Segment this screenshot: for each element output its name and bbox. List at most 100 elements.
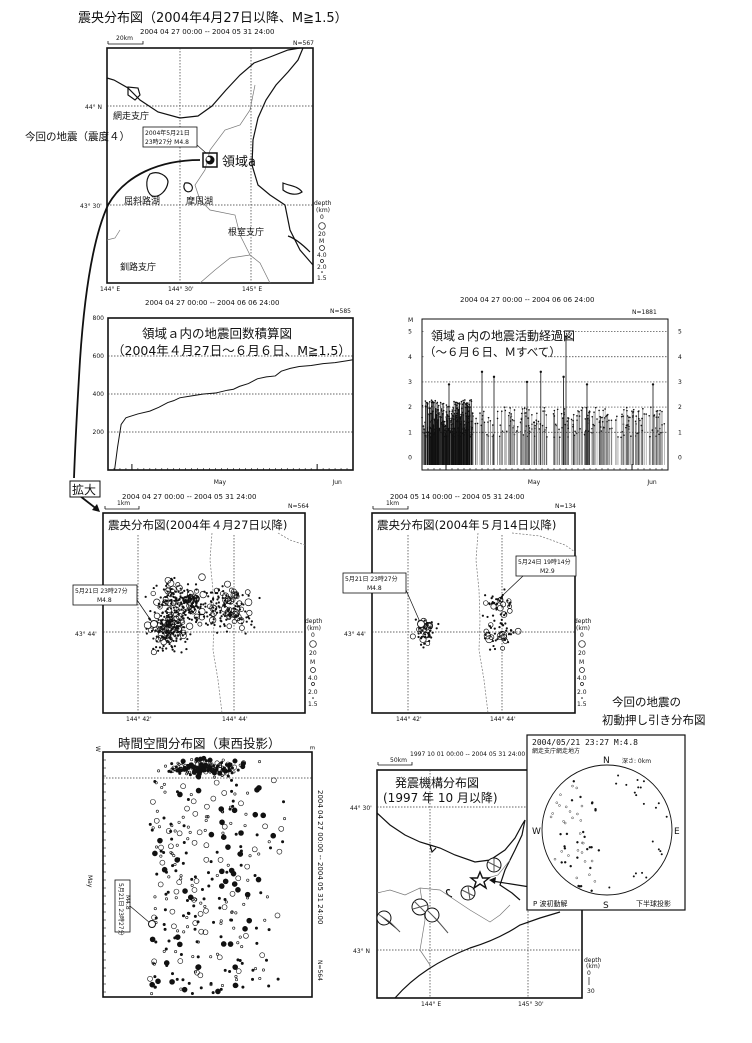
event-marker <box>255 833 259 837</box>
epicenter-marker <box>158 646 162 649</box>
event-marker <box>195 964 201 971</box>
magnitude-point <box>434 408 437 410</box>
magnitude-point <box>599 415 601 418</box>
epicenter-marker <box>244 589 251 595</box>
event-marker <box>170 762 174 766</box>
epicenter-marker <box>171 648 174 651</box>
event-marker <box>246 917 253 924</box>
epicenter-marker <box>154 629 157 632</box>
magnitude-point <box>430 427 433 430</box>
magnitude-point <box>451 433 453 435</box>
epicenter-marker <box>503 614 506 617</box>
polarity-marker <box>635 794 638 797</box>
polarity-marker <box>625 783 628 786</box>
epicenter-marker <box>414 618 417 621</box>
event-marker <box>221 831 225 835</box>
epicenter-marker <box>187 595 190 598</box>
event-marker <box>157 837 163 844</box>
epicenter-marker <box>204 622 208 625</box>
svg-text:0: 0 <box>320 214 324 221</box>
event-marker <box>248 854 252 858</box>
event-marker <box>218 906 222 910</box>
overview-time-range: 2004 04 27 00:00 -- 2004 05 31 24:00 <box>140 28 274 36</box>
event-marker <box>173 863 177 867</box>
event-marker <box>162 816 166 820</box>
magnitude-point <box>537 420 540 423</box>
event-marker <box>155 872 159 876</box>
event-marker <box>153 985 157 989</box>
event-marker <box>203 904 207 908</box>
epicenter-marker <box>493 647 497 651</box>
epicenter-marker <box>177 624 180 628</box>
magnitude-point <box>602 426 605 429</box>
event-marker <box>187 911 191 915</box>
magnitude-point <box>464 399 466 401</box>
polarity-marker <box>562 820 565 823</box>
y-tick-label: 5 <box>408 329 412 336</box>
event-marker <box>173 936 177 940</box>
magnitude-point <box>596 418 598 420</box>
magnitude-point <box>496 417 499 420</box>
magnitude-point <box>650 406 652 408</box>
quake-label: 今回の地震（震度４） <box>25 130 130 143</box>
zoom-a-scale: 1km <box>117 500 130 507</box>
epicenter-marker <box>163 615 166 618</box>
place-name: 網走支庁 <box>113 110 149 122</box>
event-marker <box>224 900 228 904</box>
epicenter-marker <box>221 596 224 600</box>
event-marker <box>204 759 208 763</box>
event-marker <box>164 947 168 951</box>
event-marker <box>166 890 170 894</box>
event-marker <box>235 984 239 988</box>
epicenter-marker <box>165 611 169 615</box>
event-marker <box>243 824 247 828</box>
magnitude-point <box>431 400 434 403</box>
polarity-marker <box>617 774 620 777</box>
event-marker <box>209 769 213 773</box>
svg-text:2.0: 2.0 <box>577 689 587 696</box>
zoom-b-title: 震央分布図(2004年５月14日以降) <box>377 518 556 532</box>
magnitude-point <box>460 407 463 410</box>
epicenter-marker <box>229 596 236 603</box>
epicenter-marker <box>184 609 187 612</box>
epicenter-marker <box>186 602 194 610</box>
epicenter-marker <box>168 613 174 619</box>
event-marker <box>202 929 209 936</box>
event-marker <box>232 926 236 930</box>
magnitude-point <box>659 409 661 412</box>
event-marker <box>221 765 225 769</box>
magnitude-point <box>558 436 561 439</box>
event-marker <box>203 856 210 863</box>
magnitude-point <box>601 421 604 423</box>
magnitude-point <box>475 417 477 420</box>
epicenter-marker <box>222 592 229 600</box>
event-marker <box>230 870 237 877</box>
overview-map: 震央分布図（2004年4月27日以降、M≧1.5） 2004 04 27 00:… <box>25 11 348 512</box>
magnitude-point <box>469 436 471 438</box>
event-marker <box>190 877 194 881</box>
polarity-marker <box>594 807 597 811</box>
magnitude-point <box>462 414 465 416</box>
epicenter-marker <box>170 602 173 605</box>
event-marker <box>206 769 210 773</box>
epicenter-marker <box>144 595 147 598</box>
epicenter-marker <box>172 595 175 599</box>
polarity-marker <box>633 791 636 794</box>
magnitude-point <box>501 430 504 432</box>
south-label: S <box>603 901 609 911</box>
event-marker <box>163 908 167 912</box>
magnitude-point <box>601 416 603 419</box>
magnitude-point <box>435 411 437 413</box>
magnitude-point <box>578 410 580 413</box>
epicenter-marker <box>153 612 161 620</box>
polarity-marker <box>576 812 579 816</box>
lake-kussharo <box>146 172 169 197</box>
magnitude-point <box>573 434 576 437</box>
y-tick-label-right: 1 <box>678 429 682 436</box>
epicenter-marker <box>234 607 237 610</box>
event-marker <box>186 770 190 774</box>
epicenter-marker <box>428 634 431 638</box>
magnitude-point <box>440 423 443 425</box>
magnitude-point <box>525 380 529 384</box>
magnitude-point <box>580 409 583 412</box>
